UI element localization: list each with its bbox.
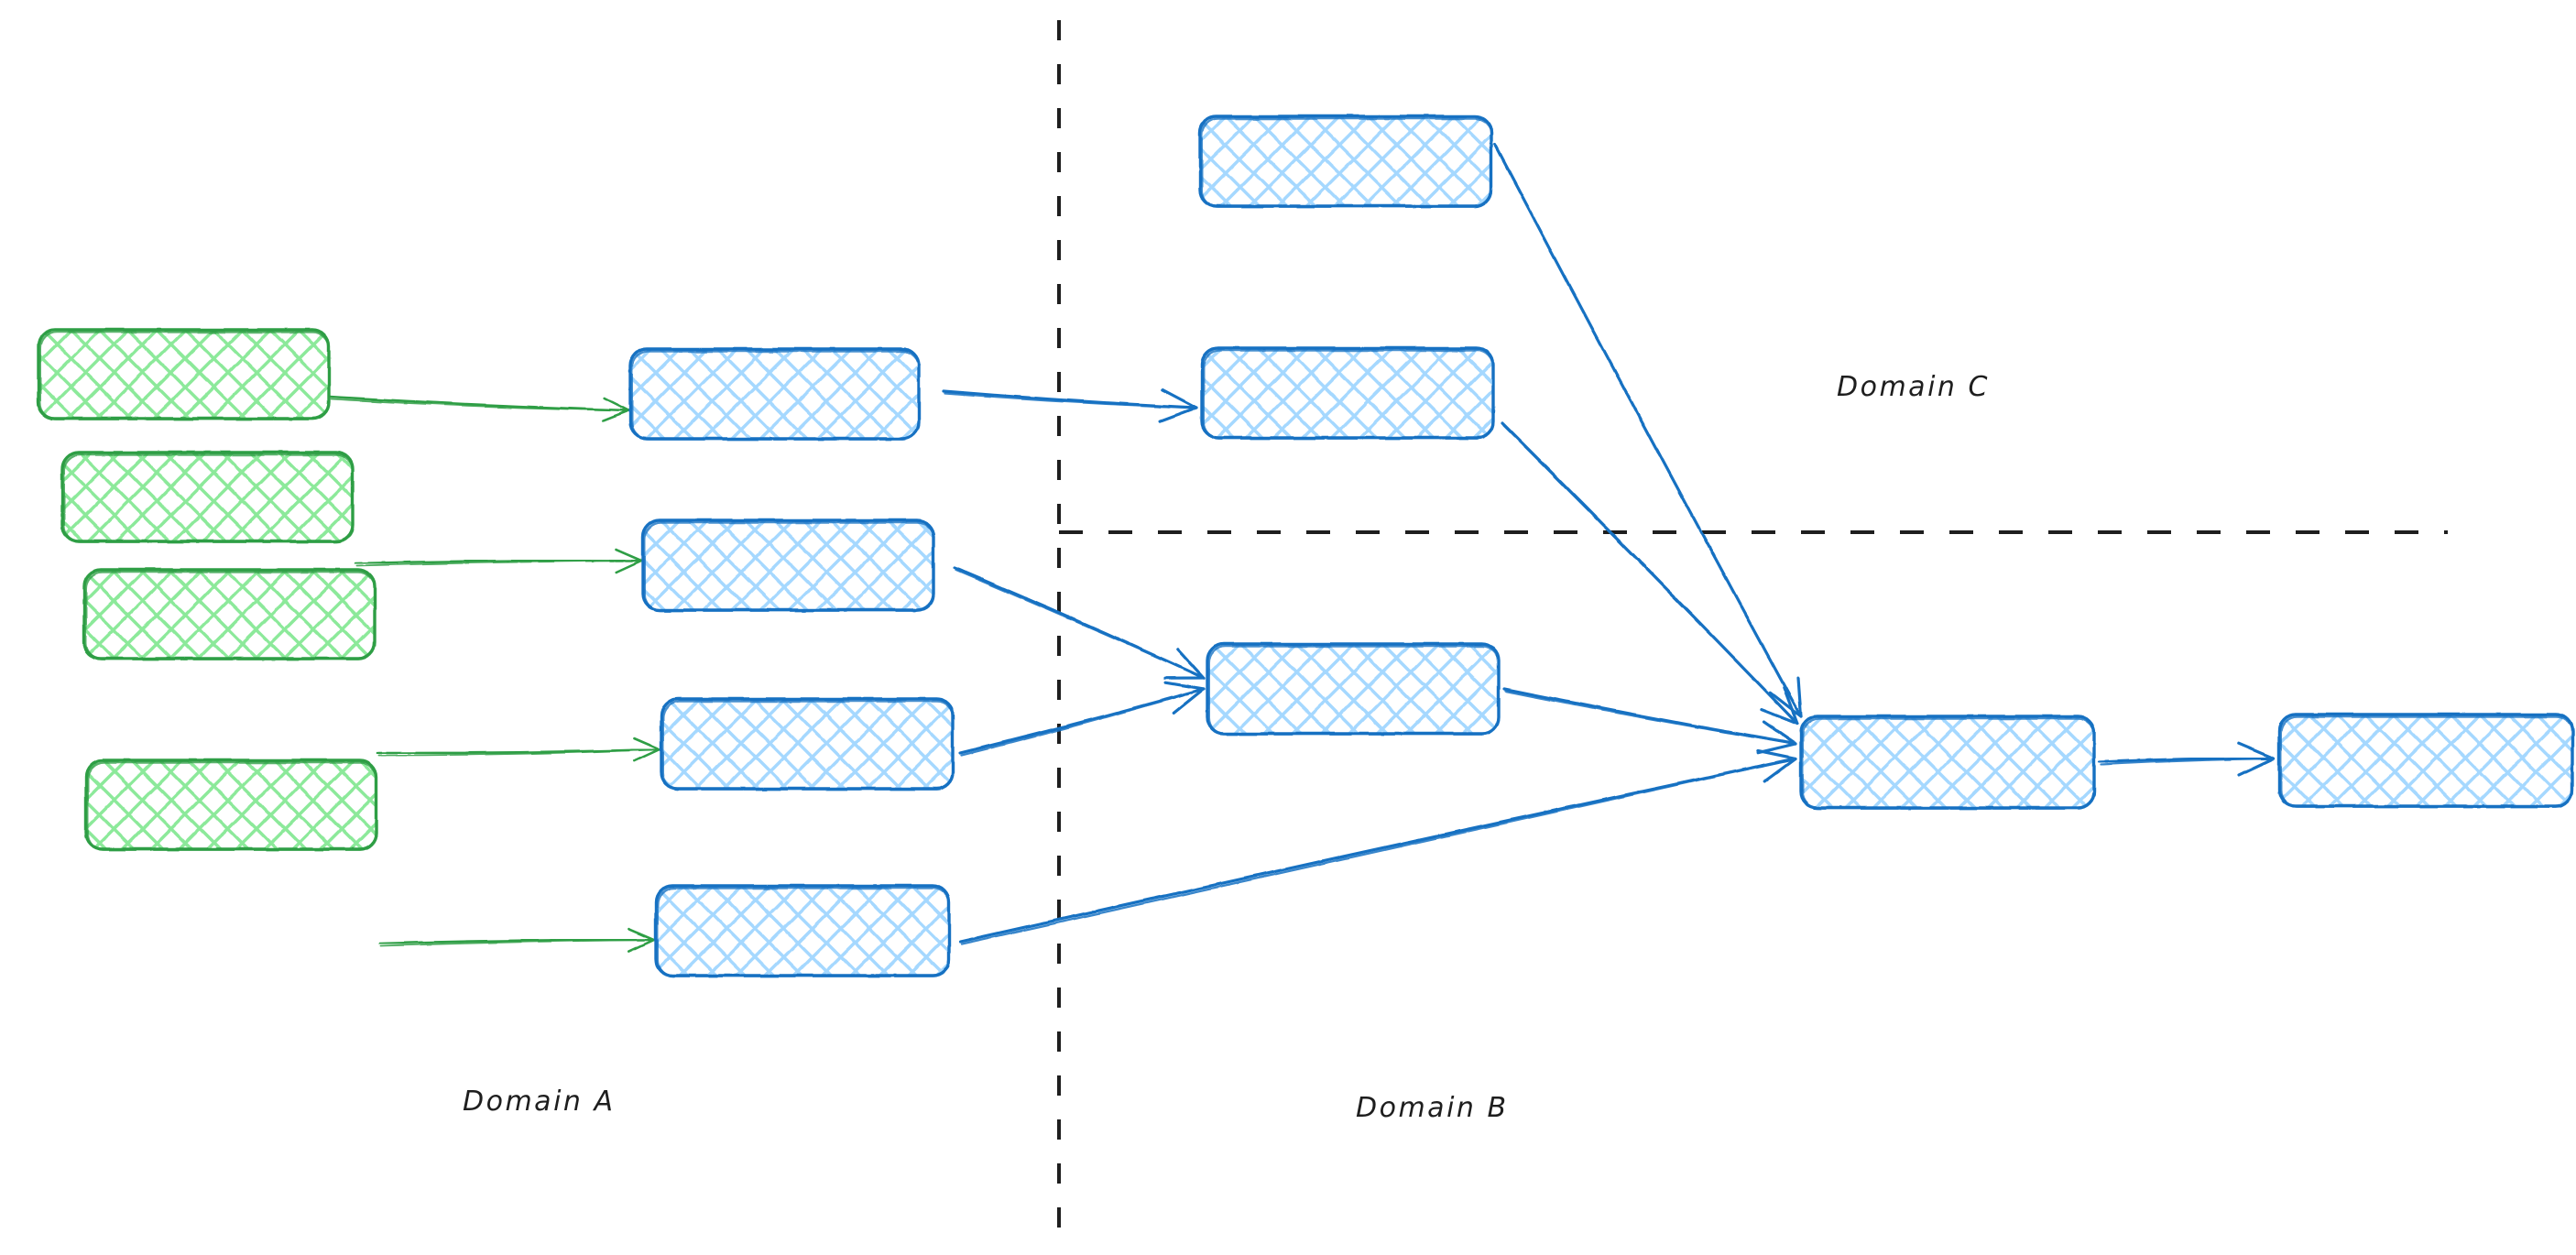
flow-arrow-a2-to-b2 [354,548,643,573]
flow-arrow-c2-to-d1 [1501,421,1799,726]
node-box-b4[interactable] [654,884,951,977]
flow-arrow-c3-to-d1 [1502,687,1797,755]
node-box-b2[interactable] [641,518,935,612]
node-box-c2[interactable] [1200,346,1495,440]
flow-arrow-b2-to-c3 [953,566,1206,680]
flow-arrow-a1-to-b1 [328,395,630,422]
flow-arrow-b1-to-c2 [942,387,1198,423]
domain-a-label: Domain A [463,1086,616,1118]
node-box-a3[interactable] [82,568,377,660]
node-box-c3[interactable] [1206,642,1501,736]
flow-node-layer [37,115,2574,977]
node-box-a4[interactable] [84,758,378,851]
node-box-a1[interactable] [37,328,331,420]
flow-arrow-b3-to-c3 [958,681,1206,757]
node-box-a2[interactable] [60,451,355,543]
node-box-c1[interactable] [1198,115,1493,208]
domain-divider-layer [1057,20,2448,1239]
flow-arrow-a3-to-b3 [376,737,661,762]
node-box-b1[interactable] [628,347,921,441]
flow-edge-layer [328,143,2276,953]
flow-arrow-c1-to-d1 [1493,143,1803,718]
domain-c-label: Domain C [1837,371,1990,403]
node-box-b3[interactable] [660,697,955,791]
node-box-d1[interactable] [1799,715,2096,810]
node-box-d2[interactable] [2277,713,2574,808]
domain-b-label: Domain B [1356,1092,1509,1124]
flow-arrow-d1-to-d2 [2098,742,2276,777]
flow-arrow-b4-to-d1 [958,748,1797,945]
flow-arrow-a4-to-b4 [377,927,656,953]
